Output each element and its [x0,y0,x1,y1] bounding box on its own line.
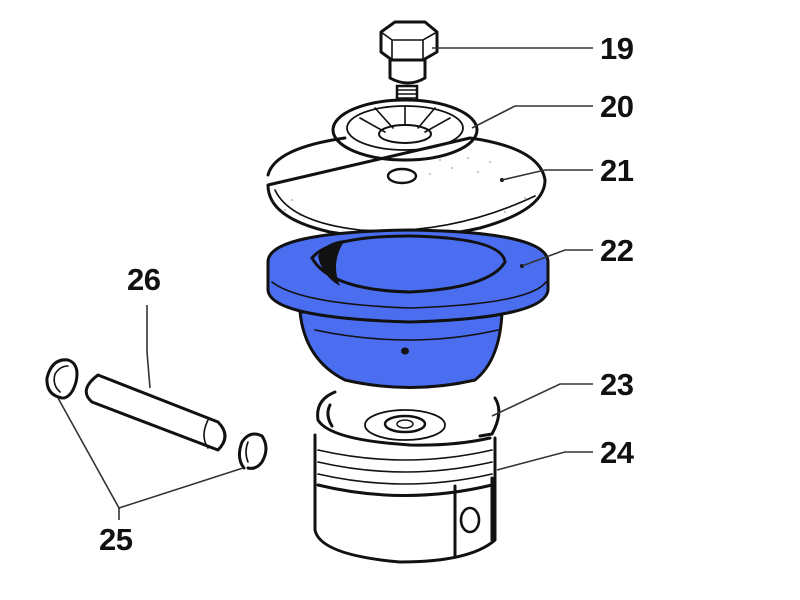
callout-24: 24 [600,435,634,470]
leader-lines [57,47,593,520]
part-21-cover-plate [266,136,547,240]
part-25-circlips [45,358,268,470]
part-23-split-ring [316,390,501,447]
callout-19: 19 [600,31,634,66]
part-24-piston [313,409,497,564]
callout-26: 26 [127,262,161,297]
callout-25: 25 [99,522,133,557]
part-22-flanged-bowl [266,228,550,389]
part-20-spoked-washer [331,98,479,162]
callout-20: 20 [600,89,634,124]
callout-21: 21 [600,153,634,188]
callout-23: 23 [600,367,634,402]
part-26-piston-pin [84,373,227,452]
callout-22: 22 [600,233,634,268]
